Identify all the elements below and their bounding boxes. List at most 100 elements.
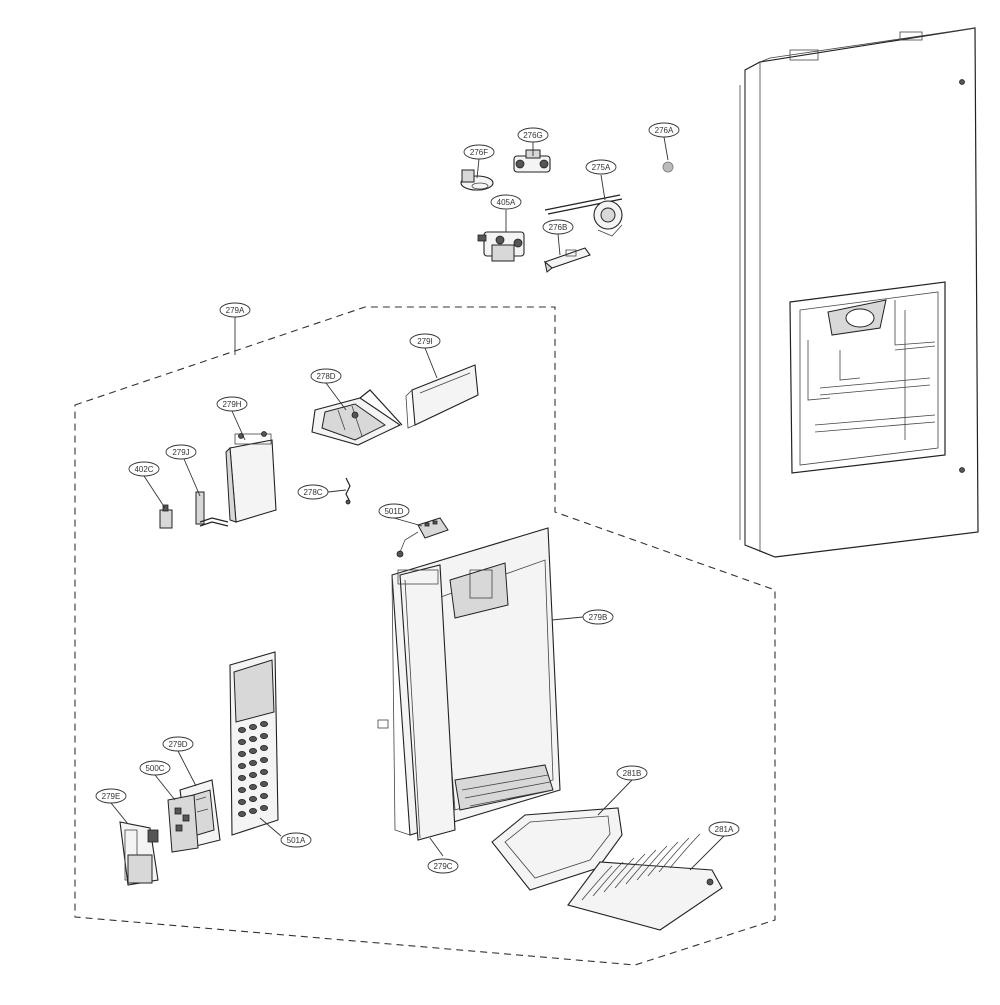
callout-279a: 279A xyxy=(219,302,251,318)
callout-label: 278C xyxy=(303,488,322,497)
callout-labels xyxy=(110,136,725,871)
panel-key xyxy=(237,787,246,794)
grill-slat xyxy=(603,857,635,893)
part-279j xyxy=(195,491,229,527)
callout-281b: 281B xyxy=(616,765,648,781)
callout-label: 279E xyxy=(102,792,121,801)
callout-402c: 402C xyxy=(128,461,160,477)
callout-label: 281B xyxy=(623,769,642,778)
callout-label: 276F xyxy=(470,148,488,157)
callout-275a: 275A xyxy=(585,159,617,175)
callout-279j: 279J xyxy=(165,444,197,460)
panel-key xyxy=(248,784,257,791)
grill-slat xyxy=(614,853,646,889)
panel-key xyxy=(237,775,246,782)
part-402c xyxy=(159,504,173,529)
grill-slat xyxy=(581,865,613,901)
part-275a xyxy=(544,194,623,237)
callout-label: 279A xyxy=(226,306,245,315)
panel-key xyxy=(259,745,268,752)
grill-slats xyxy=(581,833,701,901)
part-281b xyxy=(491,807,623,891)
part-501d xyxy=(396,517,449,558)
callout-label: 501A xyxy=(287,836,306,845)
panel-key xyxy=(259,757,268,764)
callout-501a: 501A xyxy=(280,832,312,848)
part-278c xyxy=(345,477,351,505)
callout-279c: 279C xyxy=(427,858,459,874)
part-405a xyxy=(477,231,525,262)
panel-key xyxy=(237,763,246,770)
part-279i xyxy=(405,364,479,429)
refrigerator-door xyxy=(739,27,979,558)
panel-key xyxy=(259,733,268,740)
callout-label: 276B xyxy=(549,223,568,232)
callout-label: 279H xyxy=(222,400,241,409)
panel-key xyxy=(237,799,246,806)
panel-key xyxy=(248,760,257,767)
callout-label: 278D xyxy=(316,372,335,381)
panel-key xyxy=(248,772,257,779)
panel-key xyxy=(248,808,257,815)
part-276g xyxy=(513,149,551,173)
callout-label: 275A xyxy=(592,163,611,172)
callout-bubbles: 276G 276A 276F 275A 405A 276B 279A 279I 278D 279H… xyxy=(95,122,740,874)
panel-key xyxy=(237,811,246,818)
callout-label: 501D xyxy=(384,507,403,516)
callout-label: 276A xyxy=(655,126,674,135)
part-500c xyxy=(167,794,199,853)
callout-label: 405A xyxy=(497,198,516,207)
part-279h xyxy=(225,431,277,523)
callout-405a: 405A xyxy=(490,194,522,210)
callout-276a: 276A xyxy=(648,122,680,138)
panel-key xyxy=(259,793,268,800)
callout-279b: 279B xyxy=(582,609,614,625)
callout-279e: 279E xyxy=(95,788,127,804)
callout-276b: 276B xyxy=(542,219,574,235)
callout-500c: 500C xyxy=(139,760,171,776)
button-grid xyxy=(237,721,268,818)
panel-key xyxy=(237,739,246,746)
callout-281a: 281A xyxy=(708,821,740,837)
callout-276g: 276G xyxy=(517,127,549,143)
callout-label: 281A xyxy=(715,825,734,834)
callout-label: 279B xyxy=(589,613,608,622)
panel-key xyxy=(259,769,268,776)
callout-278d: 278D xyxy=(310,368,342,384)
part-276b xyxy=(543,247,591,273)
callout-278c: 278C xyxy=(297,484,329,500)
panel-key xyxy=(237,751,246,758)
part-276f xyxy=(460,169,494,191)
part-278d xyxy=(311,389,403,446)
panel-key xyxy=(259,805,268,812)
callout-501d: 501D xyxy=(378,503,410,519)
part-279e xyxy=(119,821,159,886)
panel-key xyxy=(259,781,268,788)
grill-slat xyxy=(669,833,701,869)
panel-key xyxy=(248,796,257,803)
panel-key xyxy=(237,727,246,734)
callout-label: 279C xyxy=(433,862,452,871)
part-501a xyxy=(229,651,279,836)
part-279c xyxy=(397,564,456,841)
callout-276f: 276F xyxy=(463,144,495,160)
grill-slat xyxy=(647,841,679,877)
callout-279d: 279D xyxy=(162,736,194,752)
callout-279i: 279I xyxy=(409,333,441,349)
grill-slat xyxy=(592,861,624,897)
callout-279h: 279H xyxy=(216,396,248,412)
part-276a xyxy=(662,161,674,173)
part-281a xyxy=(567,833,723,931)
panel-key xyxy=(259,721,268,728)
grill-slat xyxy=(625,849,657,885)
panel-key xyxy=(248,736,257,743)
callout-label: 500C xyxy=(145,764,164,773)
callout-label: 402C xyxy=(134,465,153,474)
grill-slat xyxy=(636,845,668,881)
callout-label: 279J xyxy=(172,448,189,457)
callout-label: 279I xyxy=(417,337,433,346)
grill-slat xyxy=(658,837,690,873)
panel-key xyxy=(248,724,257,731)
